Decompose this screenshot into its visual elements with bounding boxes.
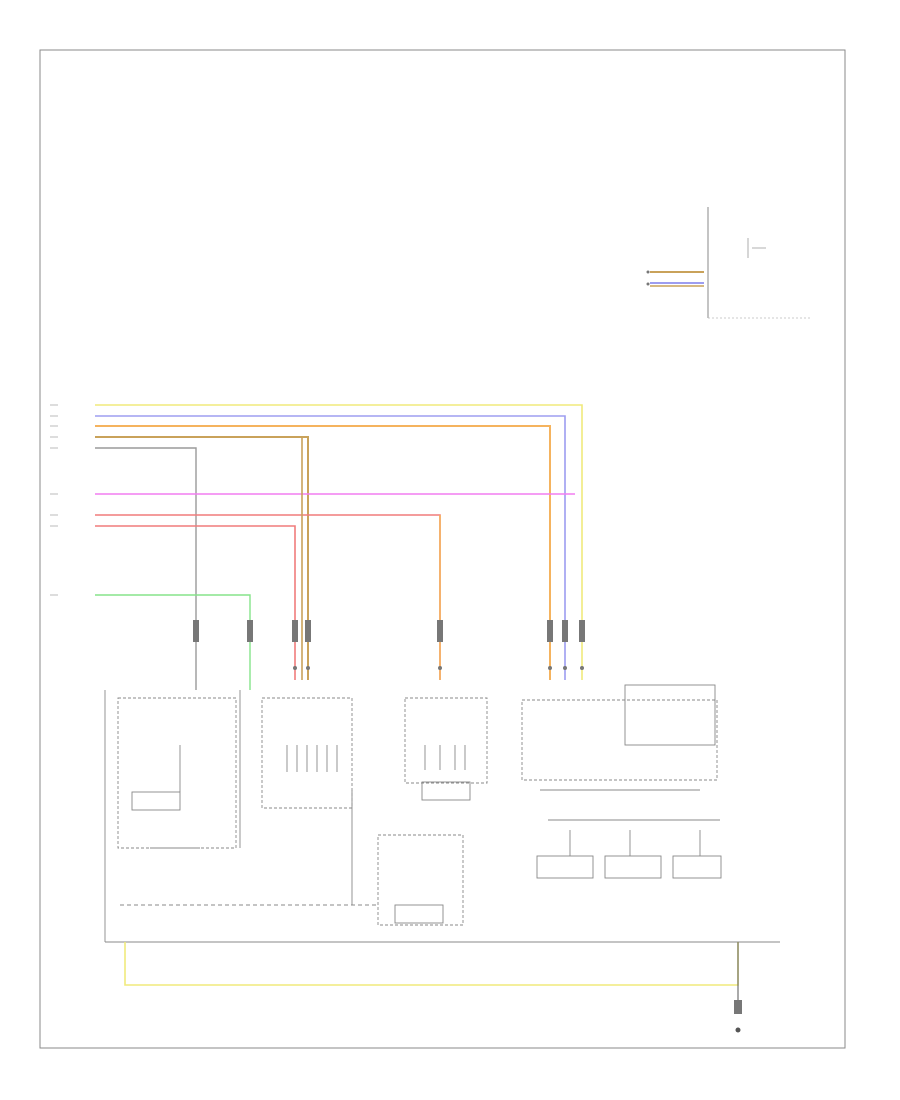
module-3	[404, 697, 488, 784]
wire-red	[95, 514, 441, 680]
wire-labels	[50, 404, 58, 596]
module-1	[117, 697, 237, 849]
wire-yellow	[95, 404, 583, 680]
wires	[95, 404, 583, 690]
wire-tan	[95, 436, 309, 680]
diagram-frame	[39, 49, 846, 1049]
wire-green	[95, 594, 251, 690]
module-2	[261, 697, 353, 809]
wire-gray	[95, 447, 197, 690]
ground-circuit	[124, 942, 742, 1033]
module-4	[521, 699, 718, 781]
modules	[104, 684, 722, 942]
wire-red-2	[95, 525, 296, 680]
instrument-cluster	[646, 207, 812, 319]
wire-blue	[95, 415, 566, 680]
module-5	[377, 834, 464, 926]
wire-orange	[95, 425, 551, 680]
wire-connectors	[193, 620, 585, 670]
